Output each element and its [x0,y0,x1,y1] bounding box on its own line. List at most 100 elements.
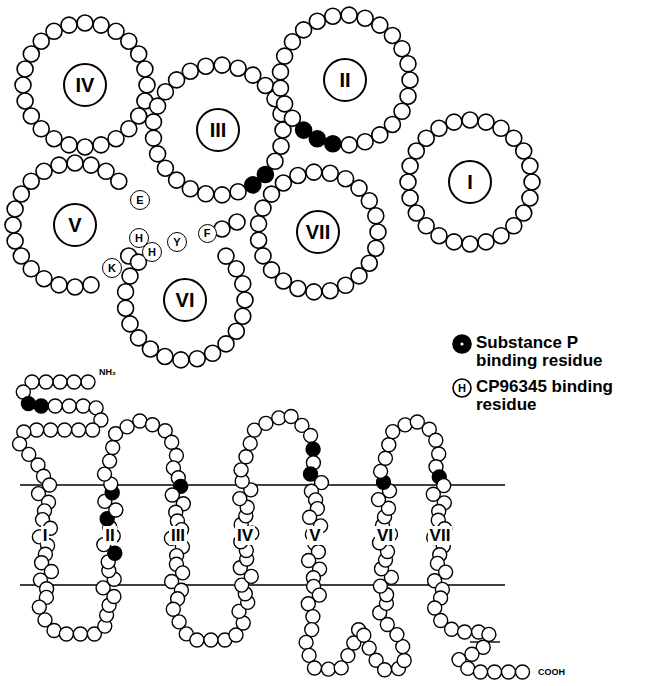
residue-circle [277,48,293,64]
residue-circle [133,414,147,428]
residue-circle [131,330,147,346]
residue-circle [67,155,83,171]
helix-label-circle: V [53,203,97,247]
residue-circle [397,654,411,668]
residue-circle [361,193,377,209]
residue-letter-circle: E [130,190,150,210]
helix-number: IV [76,75,95,95]
binding-residue [245,177,261,193]
legend-symbol-letter: H [458,383,466,394]
binding-residue [306,442,320,456]
residue-circle [338,277,354,293]
residue-circle [83,277,99,293]
residue-circle [290,281,306,297]
residue-circle [86,423,100,437]
residue-circle [120,420,134,434]
residue-circle [402,158,418,174]
residue-circle [15,77,31,93]
residue-letter: E [136,195,143,206]
residue-circle [228,261,244,277]
residue-circle [173,352,189,368]
residue-circle [77,139,93,155]
residue-circle [17,93,33,109]
residue-circle [400,174,416,190]
residue-circle [378,451,392,465]
residue-circle [53,375,67,389]
binding-residue [21,397,35,411]
residue-circle [516,143,532,159]
helix-label-circle: IV [63,63,107,107]
residue-circle [306,164,322,180]
helix-number: III [210,120,227,140]
residue-circle [48,399,62,413]
residue-circle [165,435,179,449]
residue-circle [72,423,86,437]
residue-circle [198,186,214,202]
residue-circle [321,662,335,676]
legend-text: CP96345 binding residue [476,378,626,414]
residue-circle [524,174,540,190]
residue-circle [277,96,293,112]
residue-circle [150,98,166,114]
residue-circle [322,165,338,181]
helix-number: III [169,526,187,545]
residue-circle [394,41,410,57]
residue-circle [243,436,257,450]
residue-circle [516,665,530,679]
helix-number: V [68,215,81,235]
residue-circle [478,234,494,250]
residue-circle [306,284,322,300]
helix-number: V [307,526,322,545]
residue-circle [431,120,447,136]
residue-circle [235,276,251,292]
residue-letter-circle: F [198,224,217,243]
residue-circle [62,399,76,413]
residue-circle [76,399,90,413]
residue-letter-circle: H [142,242,162,262]
residue-circle [61,137,77,153]
residue-circle [204,633,218,647]
residue-letter: H [135,233,143,244]
residue-letter: Y [173,237,180,248]
residue-circle [44,423,58,437]
residue-circle [23,108,39,124]
residue-letter-circle: K [102,258,122,278]
residue-circle [150,146,166,162]
residue-circle [36,163,52,179]
residue-circle [251,232,267,248]
residue-circle [83,157,99,173]
residue-circle [46,23,62,39]
helix-number: I [41,526,50,545]
helix-number: II [103,526,116,545]
residue-circle [273,64,289,80]
residue-circle [205,345,221,361]
residue-circle [182,63,198,79]
legend-sample [460,342,463,345]
residue-circle [368,208,384,224]
residue-circle [357,134,373,150]
residue-circle [106,441,120,455]
residue-circle [93,137,109,153]
residue-circle [502,665,516,679]
residue-circle [230,60,246,76]
residue-circle [146,418,160,432]
residue-circle [522,190,538,206]
residue-circle [259,416,273,430]
residue-circle [290,168,306,184]
residue-circle [77,15,93,31]
residue-circle [73,627,87,641]
residue-circle [306,610,320,624]
residue-circle [301,597,315,611]
residue-circle [478,114,494,130]
residue-circle [357,628,371,642]
terminus-label: COOH [536,667,567,678]
residue-circle [98,467,112,481]
residue-circle [166,602,180,616]
residue-circle [234,463,248,477]
helix-number: VI [176,290,195,310]
residue-circle [341,137,357,153]
legend-sample [453,335,471,353]
residue-letter: F [204,228,211,239]
residue-circle [13,248,29,264]
